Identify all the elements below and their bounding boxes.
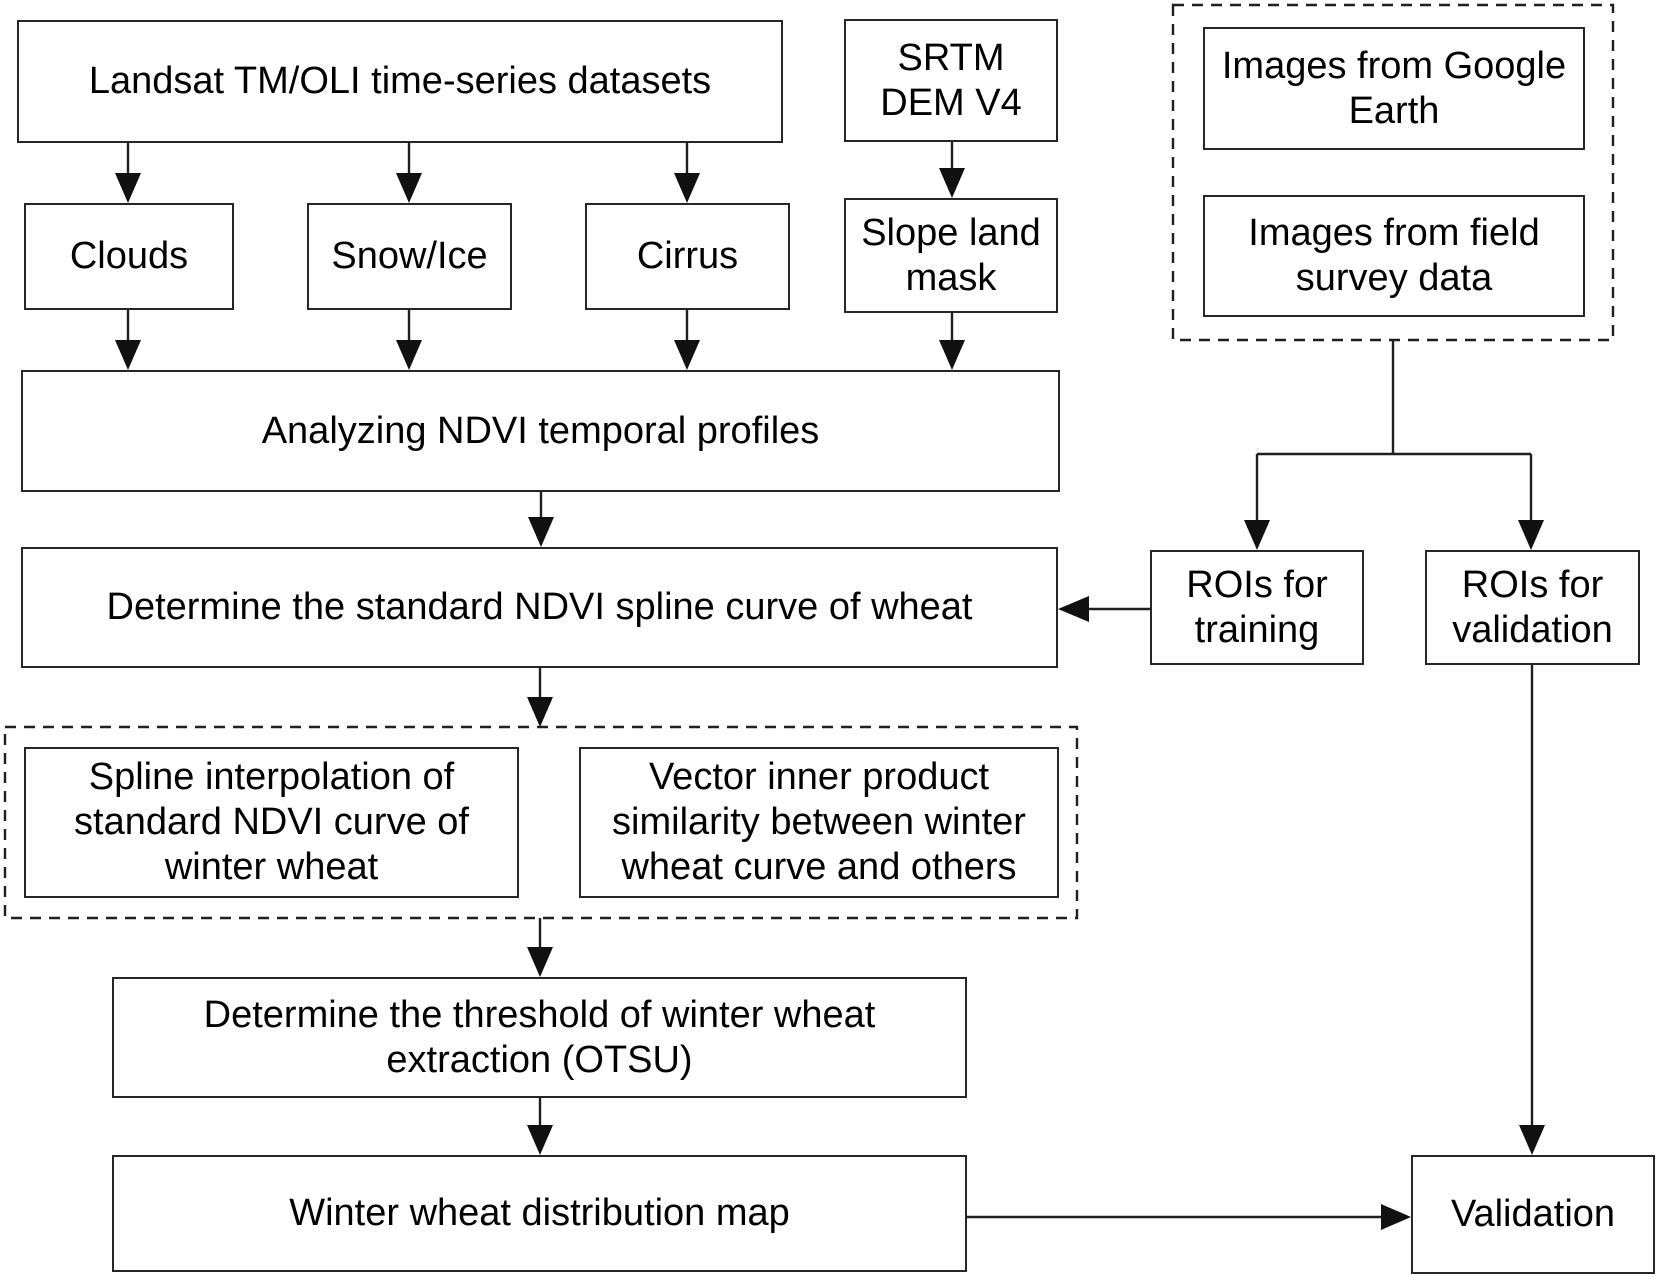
node-slope-land-mask: Slope land mask — [844, 198, 1058, 313]
node-rois-validation: ROIs for validation — [1425, 550, 1640, 665]
node-rois-training: ROIs for training — [1150, 550, 1364, 665]
node-otsu-threshold: Determine the threshold of winter wheat … — [112, 977, 967, 1098]
node-wheat-distribution-map: Winter wheat distribution map — [112, 1155, 967, 1272]
arrowheads — [115, 168, 1545, 1230]
node-vector-inner-product: Vector inner product similarity between … — [579, 747, 1059, 898]
node-cirrus: Cirrus — [585, 203, 790, 310]
node-images-field-survey: Images from field survey data — [1203, 195, 1585, 317]
node-validation: Validation — [1411, 1155, 1655, 1274]
node-images-google-earth: Images from Google Earth — [1203, 27, 1585, 150]
node-determine-spline-curve: Determine the standard NDVI spline curve… — [21, 547, 1058, 668]
connector-referenceimages-rois — [1255, 340, 1533, 521]
node-analyzing-ndvi: Analyzing NDVI temporal profiles — [21, 370, 1060, 492]
node-landsat: Landsat TM/OLI time-series datasets — [17, 20, 783, 143]
similarity-group-frame — [3, 725, 1079, 920]
node-srtm-dem: SRTM DEM V4 — [844, 19, 1058, 142]
node-snow-ice: Snow/Ice — [307, 203, 512, 310]
node-clouds: Clouds — [24, 203, 234, 310]
node-spline-interpolation: Spline interpolation of standard NDVI cu… — [24, 747, 519, 898]
